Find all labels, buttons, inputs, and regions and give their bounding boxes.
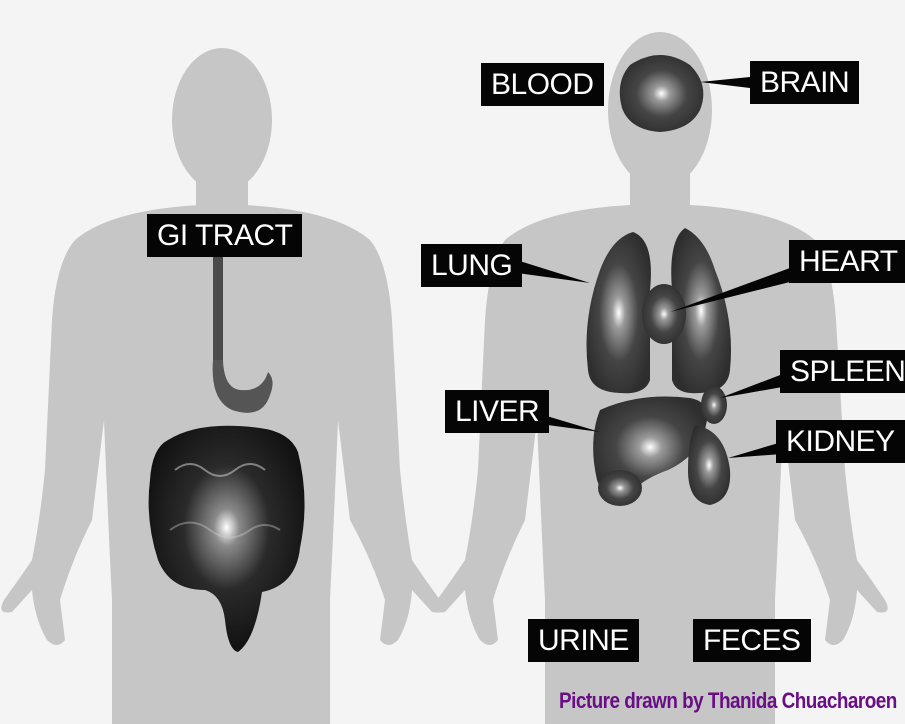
label-heart: HEART <box>789 240 905 283</box>
label-gi-tract: GI TRACT <box>147 214 302 257</box>
heart-organ <box>642 284 686 344</box>
label-urine: URINE <box>528 619 639 662</box>
label-brain: BRAIN <box>750 61 859 104</box>
label-kidney: KIDNEY <box>776 420 905 463</box>
brain-organ <box>620 55 704 132</box>
label-liver: LIVER <box>445 390 549 433</box>
label-feces: FECES <box>693 619 811 662</box>
label-lung: LUNG <box>421 244 522 287</box>
spleen-organ <box>701 386 727 424</box>
label-spleen: SPLEEN <box>780 350 905 393</box>
credit-text: Picture drawn by Thanida Chuacharoen <box>559 688 897 714</box>
label-blood: BLOOD <box>481 63 604 106</box>
